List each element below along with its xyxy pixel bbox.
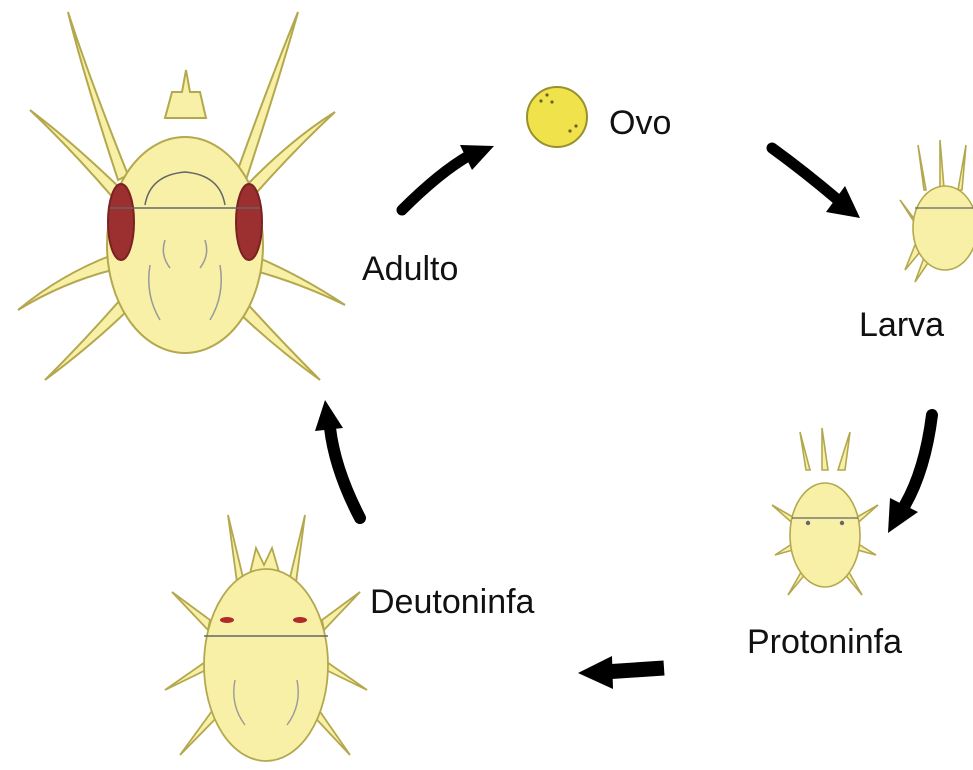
label-larva: Larva <box>859 308 944 342</box>
label-egg: Ovo <box>609 106 671 140</box>
adult-mite-icon <box>18 12 345 380</box>
cycle-arrow-larva-to-protonymph <box>888 415 932 533</box>
cycle-arrow-egg-to-larva <box>772 148 860 218</box>
cycle-arrow-deutonymph-to-adult <box>315 400 360 518</box>
larva-mite-icon <box>900 140 973 282</box>
egg-icon <box>527 87 587 147</box>
label-protonymph: Protoninfa <box>747 625 902 659</box>
protonymph-mite-icon <box>772 428 878 595</box>
cycle-arrow-protonymph-to-deutonymph <box>578 656 664 689</box>
label-adult: Adulto <box>362 252 458 286</box>
label-deutonymph: Deutoninfa <box>370 585 534 619</box>
cycle-arrow-adult-to-egg <box>402 145 494 210</box>
deutonymph-mite-icon <box>165 515 367 761</box>
